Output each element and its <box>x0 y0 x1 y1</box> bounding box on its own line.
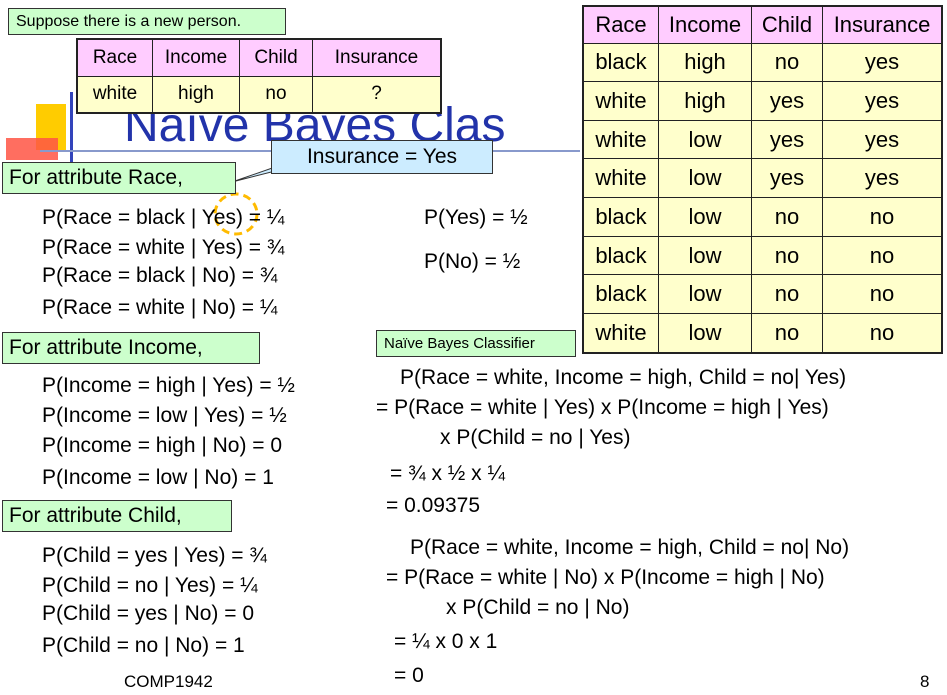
training-header-race: Race <box>582 5 659 44</box>
training-cell: no <box>751 313 823 354</box>
child-prob-line: P(Child = yes | No) = 0 <box>42 602 255 625</box>
new-person-header-insurance: Insurance <box>312 38 442 77</box>
classifier-no-line: P(Race = white, Income = high, Child = n… <box>410 536 850 559</box>
new-person-insurance: ? <box>312 75 442 114</box>
training-cell: yes <box>822 81 943 121</box>
race-header: For attribute Race, <box>2 162 236 194</box>
new-person-header-income: Income <box>152 38 240 77</box>
classifier-no-line: = ¼ x 0 x 1 <box>394 630 498 653</box>
new-person-income: high <box>152 75 240 114</box>
deco-blue-bar <box>70 92 73 162</box>
child-prob-line: P(Child = no | No) = 1 <box>42 634 245 657</box>
training-cell: white <box>582 313 659 354</box>
training-cell: yes <box>751 119 823 160</box>
training-cell: black <box>582 197 659 237</box>
classifier-yes-line: = P(Race = white | Yes) x P(Income = hig… <box>376 396 829 419</box>
classifier-yes-line: x P(Child = no | Yes) <box>440 426 631 449</box>
prior-no: P(No) = ½ <box>424 250 521 273</box>
training-cell: low <box>658 158 752 199</box>
deco-red-square <box>6 138 58 160</box>
training-cell: no <box>751 235 823 276</box>
training-header-income: Income <box>658 5 752 44</box>
footer-page-number: 8 <box>920 672 930 691</box>
classifier-yes-result: = 0.09375 <box>386 494 481 517</box>
income-header: For attribute Income, <box>2 332 260 364</box>
training-cell: no <box>751 42 823 83</box>
race-prob-line: P(Race = white | No) = ¼ <box>42 296 278 319</box>
training-table: Race Income Child Insurance black high n… <box>582 5 943 354</box>
new-person-label: Suppose there is a new person. <box>8 8 286 35</box>
race-prob-line: P(Race = black | Yes) = ¼ <box>42 206 285 229</box>
new-person-header-race: Race <box>76 38 153 77</box>
training-cell: no <box>751 274 823 315</box>
training-cell: yes <box>751 81 823 121</box>
training-header-insurance: Insurance <box>822 5 943 44</box>
training-cell: high <box>658 81 752 121</box>
classifier-no-result: = 0 <box>394 664 424 687</box>
training-cell: black <box>582 235 659 276</box>
training-cell: low <box>658 313 752 354</box>
training-cell: yes <box>822 158 943 199</box>
training-cell: yes <box>822 119 943 160</box>
income-prob-line: P(Income = high | No) = 0 <box>42 434 283 457</box>
prior-yes: P(Yes) = ½ <box>424 206 528 229</box>
income-prob-line: P(Income = low | No) = 1 <box>42 466 274 489</box>
insurance-yes-callout: Insurance = Yes <box>271 140 493 174</box>
training-cell: no <box>822 197 943 237</box>
child-prob-line: P(Child = yes | Yes) = ¾ <box>42 544 267 567</box>
classifier-yes-line: = ¾ x ½ x ¼ <box>390 462 505 485</box>
training-cell: high <box>658 42 752 83</box>
income-prob-line: P(Income = low | Yes) = ½ <box>42 404 287 427</box>
highlight-circle <box>213 192 259 236</box>
race-prob-line: P(Race = white | Yes) = ¾ <box>42 236 285 259</box>
training-cell: white <box>582 119 659 160</box>
child-header: For attribute Child, <box>2 500 232 532</box>
classifier-label: Naïve Bayes Classifier <box>376 330 576 357</box>
training-cell: low <box>658 274 752 315</box>
child-prob-line: P(Child = no | Yes) = ¼ <box>42 574 258 597</box>
training-cell: no <box>822 235 943 276</box>
training-cell: white <box>582 158 659 199</box>
training-cell: yes <box>822 42 943 83</box>
footer-course: COMP1942 <box>124 672 213 691</box>
race-prob-line: P(Race = black | No) = ¾ <box>42 264 278 287</box>
new-person-child: no <box>239 75 313 114</box>
training-cell: black <box>582 274 659 315</box>
training-cell: white <box>582 81 659 121</box>
training-cell: low <box>658 197 752 237</box>
income-prob-line: P(Income = high | Yes) = ½ <box>42 374 295 397</box>
classifier-no-line: x P(Child = no | No) <box>446 596 630 619</box>
training-header-child: Child <box>751 5 823 44</box>
classifier-yes-line: P(Race = white, Income = high, Child = n… <box>400 366 847 389</box>
training-cell: no <box>822 313 943 354</box>
new-person-race: white <box>76 75 153 114</box>
classifier-no-line: = P(Race = white | No) x P(Income = high… <box>386 566 825 589</box>
new-person-header-child: Child <box>239 38 313 77</box>
new-person-table: Race Income Child Insurance white high n… <box>76 38 442 114</box>
training-cell: no <box>822 274 943 315</box>
